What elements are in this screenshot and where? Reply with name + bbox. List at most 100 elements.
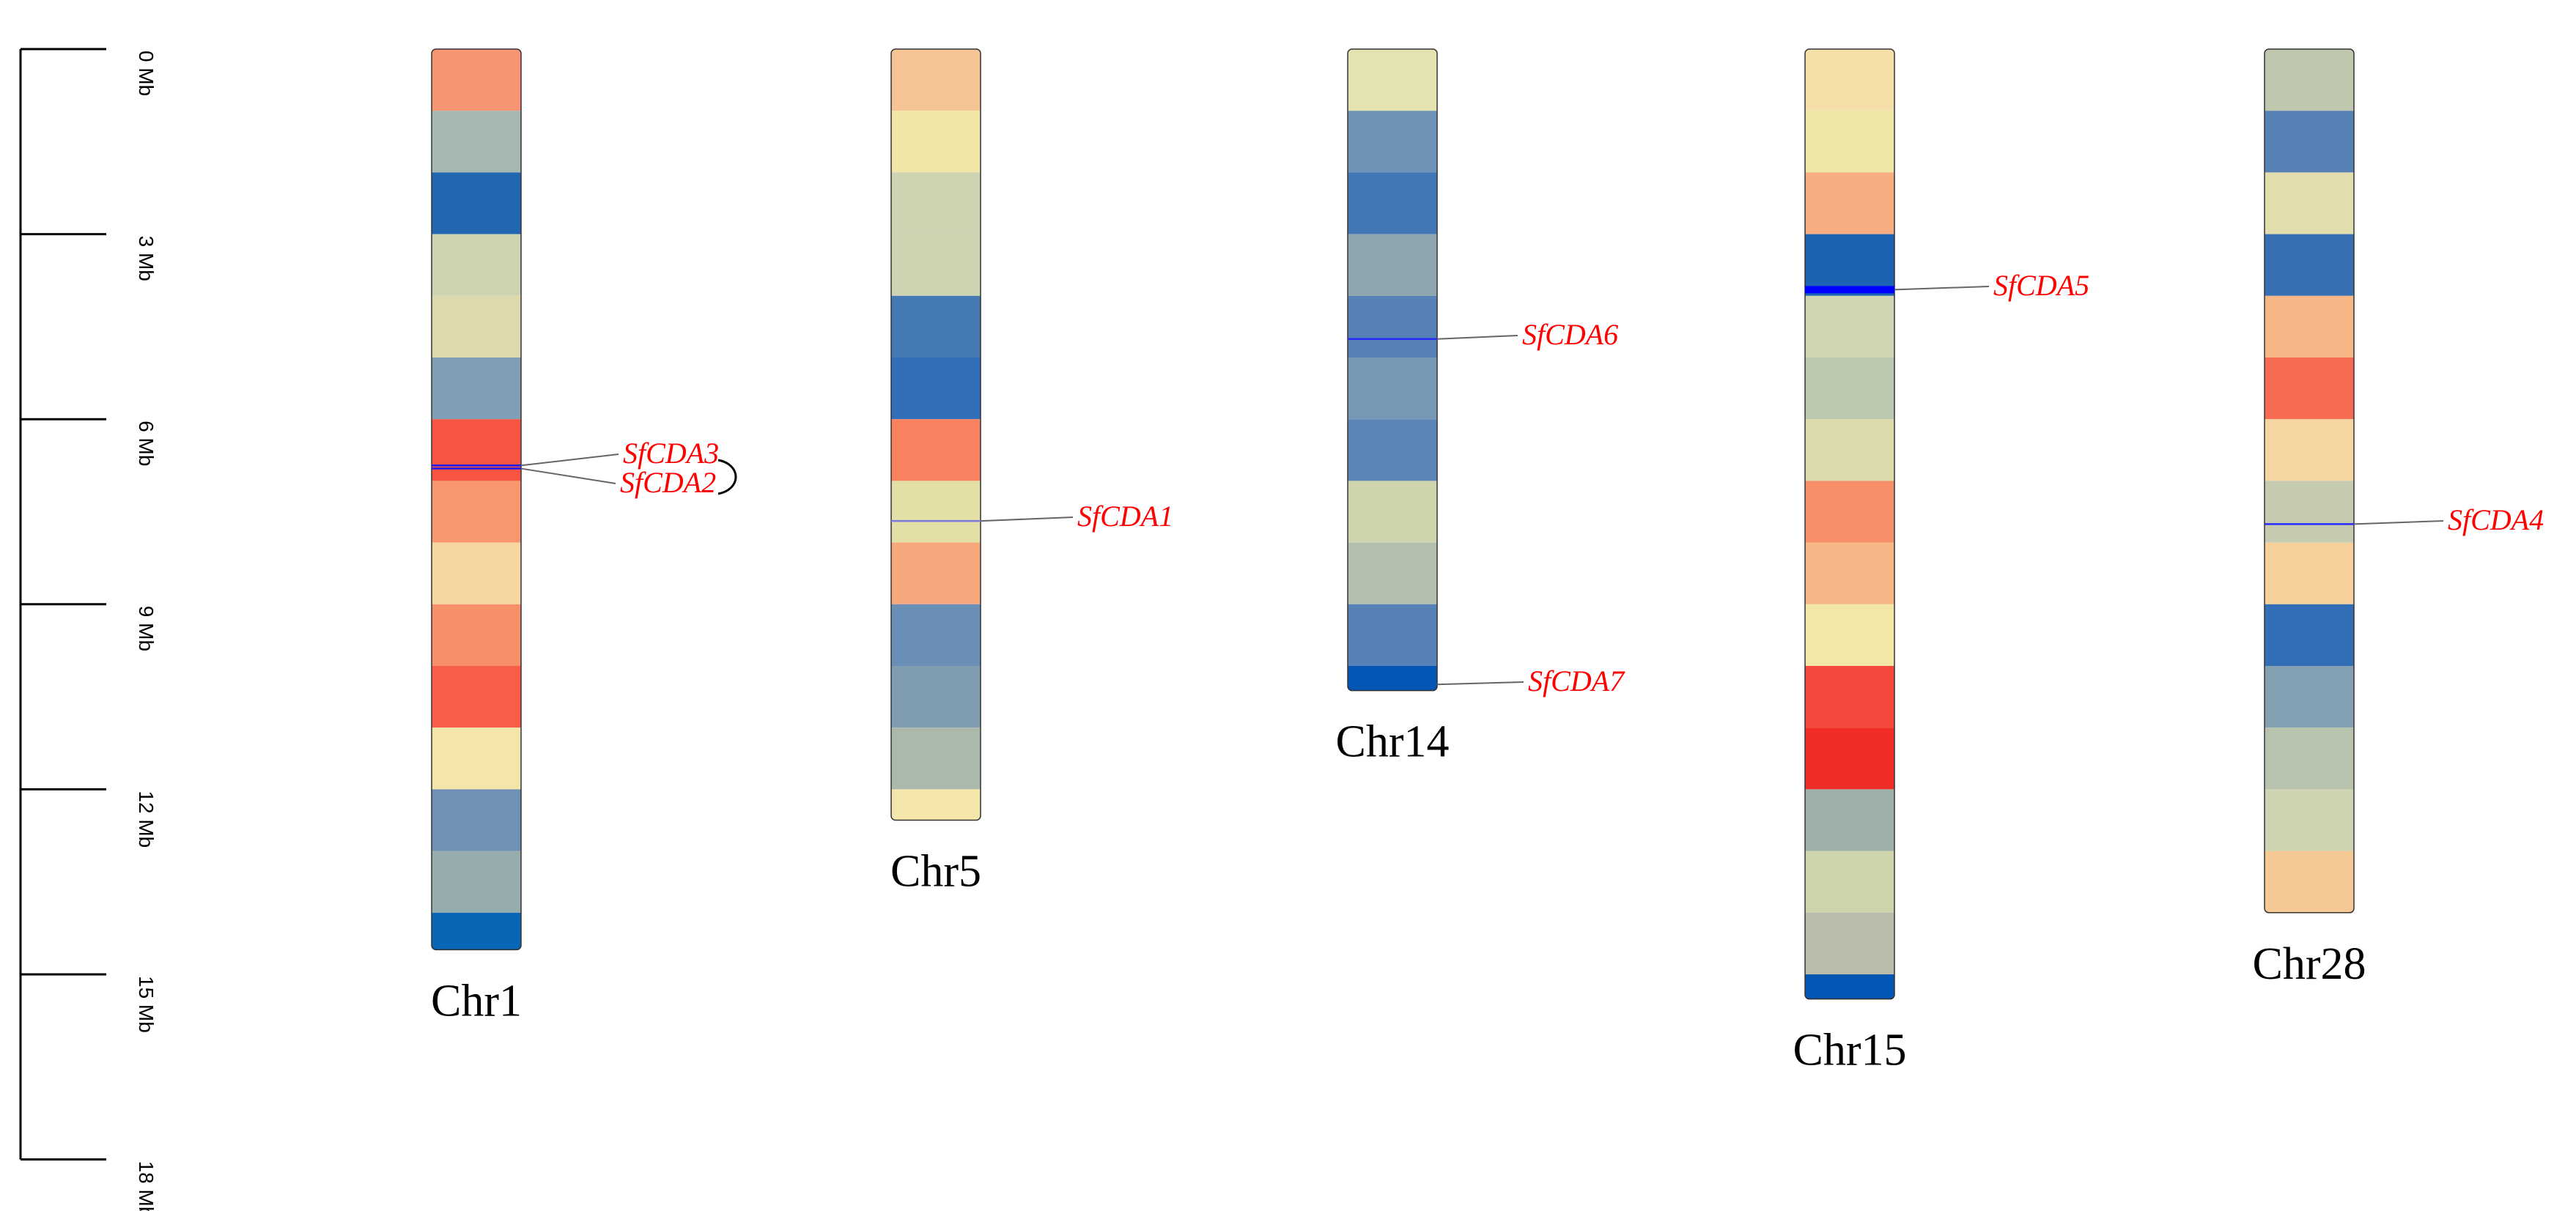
chromosome-band: [432, 542, 521, 604]
chromosome-band: [1348, 666, 1437, 691]
chromosome-band: [891, 542, 981, 604]
scale-tick-label: 0 Mb: [135, 51, 158, 96]
gene-connector: [520, 453, 619, 467]
chromosome-band: [432, 666, 521, 728]
chromosome-band: [2265, 49, 2354, 111]
chromosome-band: [1805, 851, 1894, 913]
chromosome-band: [2265, 666, 2354, 728]
chromosome-label: Chr15: [1793, 1026, 1907, 1075]
chromosome-bands: [1348, 49, 1437, 691]
chromosome-outline: [1804, 48, 1895, 1000]
chromosome-band: [432, 295, 521, 358]
chromosome-band: [1805, 727, 1894, 790]
chromosome-band: [1805, 419, 1894, 481]
chromosome-label: Chr28: [2253, 939, 2366, 989]
gene-connector: [1436, 681, 1524, 686]
chromosome-band: [891, 604, 981, 666]
gene-connector: [520, 467, 616, 484]
gene-connector: [2353, 520, 2444, 525]
scale-bar: 0 Mb 3 Mb 6 Mb 9 Mb 12 Mb 15 Mb 18 Mb: [19, 48, 158, 1211]
chromosome-band: [432, 172, 521, 234]
chromosome-bands: [432, 49, 521, 950]
chromosome-band: [1805, 172, 1894, 234]
chromosome-band: [432, 419, 521, 481]
chromosome-band: [1348, 542, 1437, 604]
gene-label: SfCDA1: [1077, 500, 1173, 533]
scale-tick-label: 6 Mb: [135, 421, 158, 466]
chromosome-band: [2265, 172, 2354, 234]
scale-tick-label: 15 Mb: [135, 976, 158, 1033]
gene-label: SfCDA7: [1528, 664, 1625, 697]
chromosome-band: [1805, 912, 1894, 974]
chromosome-band: [1805, 542, 1894, 604]
chromosome-band: [432, 49, 521, 111]
chromosome-band: [1348, 49, 1437, 111]
chromosome-band: [891, 234, 981, 296]
chromosome-band: [891, 358, 981, 420]
chromosome-band: [1805, 358, 1894, 420]
gene-label: SfCDA4: [2448, 503, 2544, 536]
chromosome-outline: [431, 48, 522, 951]
chromosome-band: [1805, 604, 1894, 666]
chromosome-outline: [890, 48, 981, 821]
chromosome-band: [432, 481, 521, 543]
chromosome-band: [891, 172, 981, 234]
scale-tick-label: 3 Mb: [135, 236, 158, 281]
chromosome-band: [2265, 111, 2354, 173]
chromosome-band: [432, 234, 521, 296]
chromosome-band: [1805, 234, 1894, 296]
chromosome-band: [1805, 295, 1894, 358]
chromosome-label: Chr5: [890, 847, 981, 897]
chromosome-band: [1805, 111, 1894, 173]
chromosome-band: [2265, 727, 2354, 790]
chromosome-band: [1805, 666, 1894, 728]
chromosome-label: Chr14: [1336, 717, 1450, 767]
chromosome-bands: [1805, 49, 1894, 999]
chromosome-band: [2265, 542, 2354, 604]
chromosome-band: [891, 666, 981, 728]
chromosome-band: [2265, 358, 2354, 420]
gene-connector: [980, 516, 1074, 522]
chromosome-band: [432, 851, 521, 913]
chromosome-band: [2265, 234, 2354, 296]
chromosome-band: [891, 789, 981, 821]
chromosome-band: [891, 419, 981, 481]
chromosome-band: [1348, 234, 1437, 296]
chromosome-band: [2265, 481, 2354, 543]
chromosome-band: [1348, 419, 1437, 481]
chromosome-band: [432, 111, 521, 173]
chromosome-band: [891, 111, 981, 173]
gene-connector: [1436, 335, 1518, 340]
chromosome-band: [2265, 789, 2354, 851]
chromosome-band: [1805, 481, 1894, 543]
chromosome-band: [1348, 295, 1437, 358]
chromosome-band: [1805, 49, 1894, 111]
chromosome-outline: [2264, 48, 2355, 914]
gene-label: SfCDA2: [620, 466, 716, 499]
chromosome-band: [891, 295, 981, 358]
chromosome-band: [432, 727, 521, 790]
chromosome-outline: [1347, 48, 1438, 692]
chromosome-band: [891, 727, 981, 790]
chromosome-bands: [2265, 49, 2354, 913]
gene-label: SfCDA6: [1522, 318, 1618, 351]
gene-label: SfCDA5: [1993, 269, 2089, 302]
chromosome-band: [1348, 172, 1437, 234]
scale-tick-label: 9 Mb: [135, 606, 158, 651]
scale-tick-label: 18 Mb: [135, 1161, 158, 1211]
gene-label: SfCDA3: [623, 437, 719, 470]
chromosome-band: [1805, 789, 1894, 851]
chromosome-band: [1348, 604, 1437, 666]
chromosome-band: [432, 912, 521, 950]
chromosome-band: [2265, 419, 2354, 481]
chromosome-band: [891, 481, 981, 543]
scale-tick-label: 12 Mb: [135, 790, 158, 848]
chromosome-band: [2265, 851, 2354, 913]
